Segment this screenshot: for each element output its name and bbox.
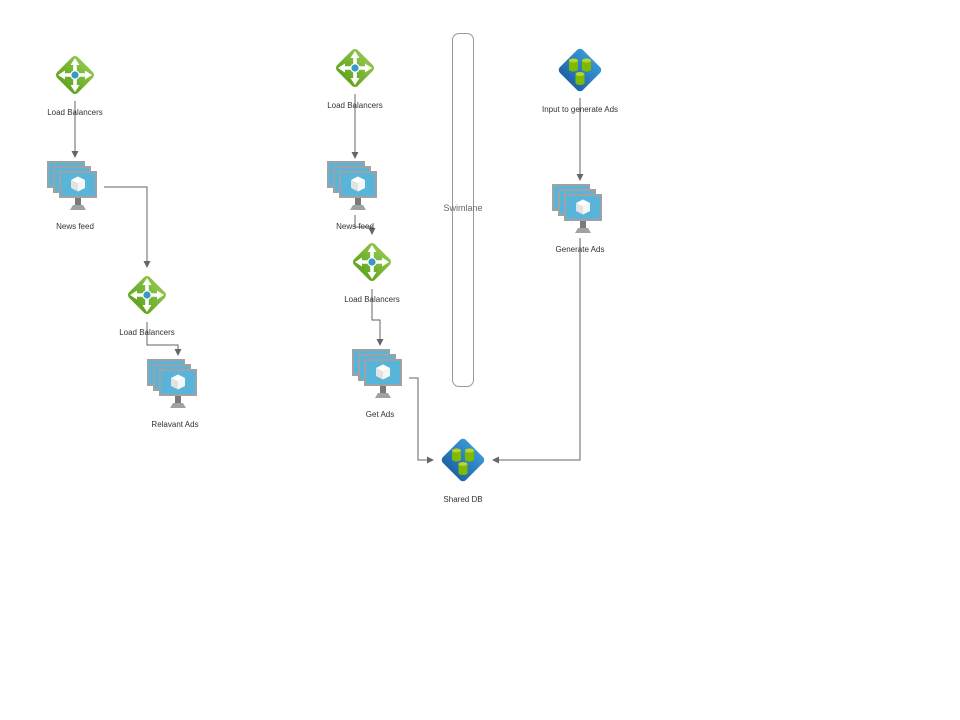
node-input-to-generate-ads[interactable]: Input to generate Ads — [520, 43, 640, 114]
node-get-ads[interactable]: Get Ads — [320, 348, 440, 419]
swimlane[interactable] — [452, 33, 474, 387]
node-label: Load Balancers — [327, 101, 383, 110]
node-label: Relavant Ads — [151, 420, 199, 429]
node-label: Load Balancers — [344, 295, 400, 304]
connector-generate-ads-to-shared-db[interactable] — [492, 238, 581, 464]
node-label: Shared DB — [443, 495, 483, 504]
node-label: Generate Ads — [555, 245, 605, 254]
node-relavant-ads[interactable]: Relavant Ads — [115, 358, 235, 429]
node-label: News feed — [56, 222, 94, 231]
node-lb-mid-top[interactable]: Load Balancers — [295, 43, 415, 110]
database-diamond-icon — [436, 433, 490, 487]
node-label: News feed — [336, 222, 374, 231]
node-label: Input to generate Ads — [541, 105, 619, 114]
vm-stack-icon — [46, 160, 104, 214]
node-label: Get Ads — [365, 410, 395, 419]
swimlane-label: Swimlane — [443, 203, 483, 213]
load-balancer-icon — [330, 43, 380, 93]
node-news-feed-mid[interactable]: News feed — [295, 160, 415, 231]
vm-stack-icon — [551, 183, 609, 237]
node-lb-left-bottom[interactable]: Load Balancers — [87, 270, 207, 337]
load-balancer-icon — [122, 270, 172, 320]
vm-stack-icon — [326, 160, 384, 214]
node-lb-mid-bottom[interactable]: Load Balancers — [312, 237, 432, 304]
load-balancer-icon — [347, 237, 397, 287]
vm-stack-icon — [351, 348, 409, 402]
vm-stack-icon — [146, 358, 204, 412]
node-news-feed-left[interactable]: News feed — [15, 160, 135, 231]
node-shared-db[interactable]: Shared DB — [403, 433, 523, 504]
node-lb-left-top[interactable]: Load Balancers — [15, 50, 135, 117]
node-label: Load Balancers — [47, 108, 103, 117]
database-diamond-icon — [553, 43, 607, 97]
load-balancer-icon — [50, 50, 100, 100]
node-label: Load Balancers — [119, 328, 175, 337]
node-generate-ads[interactable]: Generate Ads — [520, 183, 640, 254]
